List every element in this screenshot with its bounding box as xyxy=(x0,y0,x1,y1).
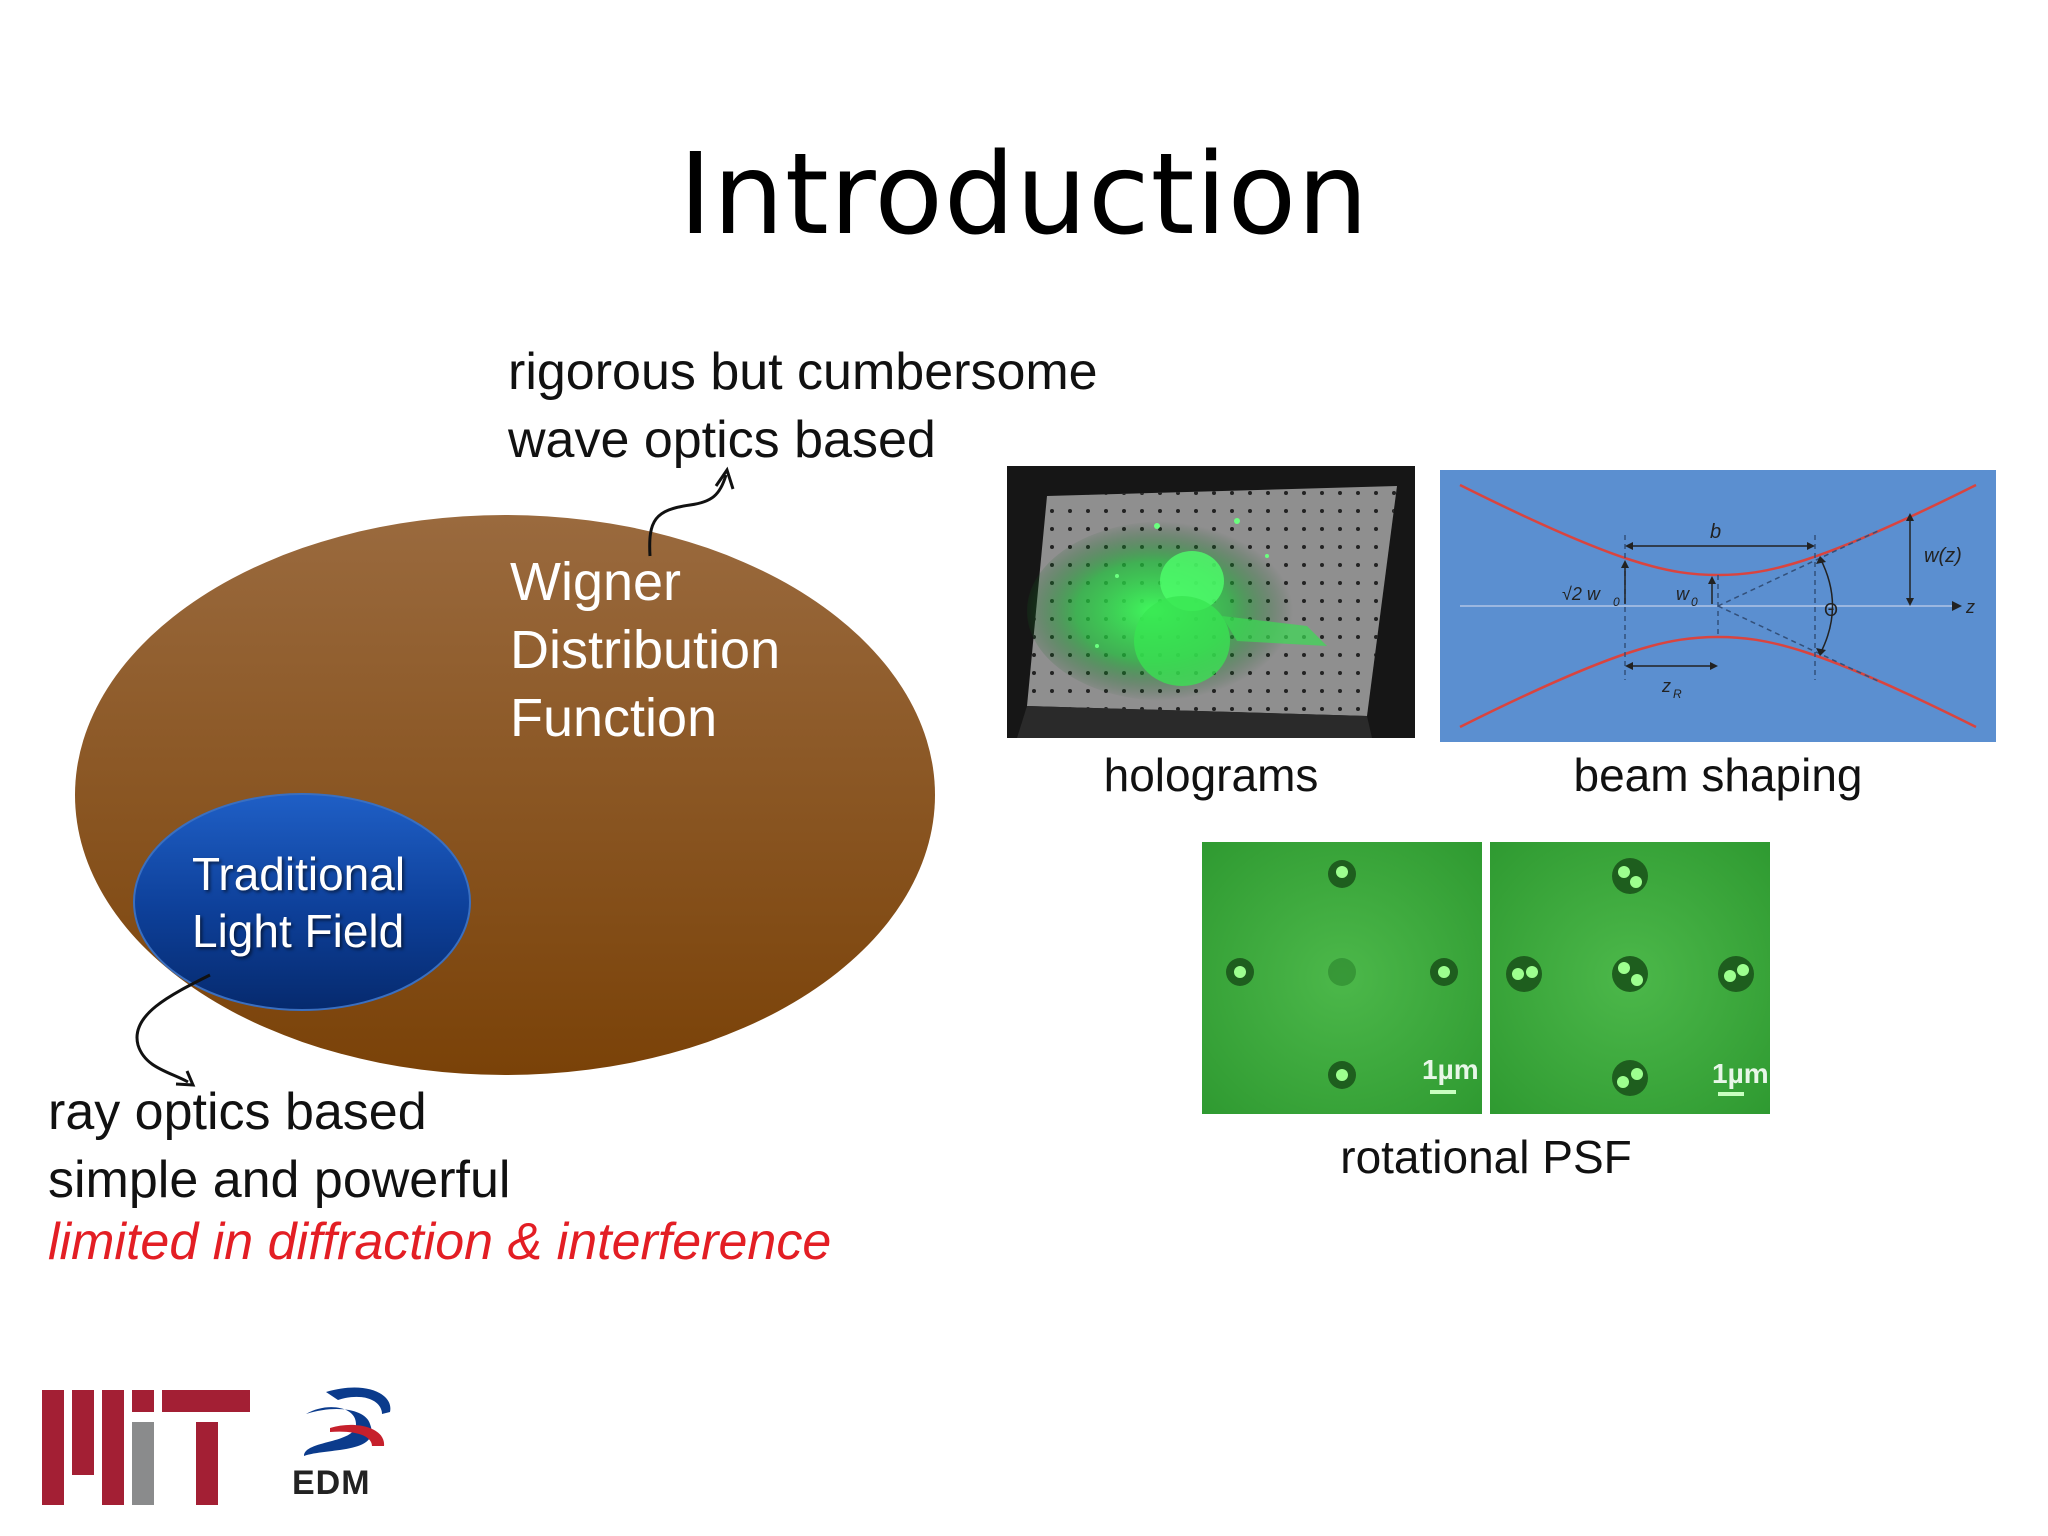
slide-title: Introduction xyxy=(678,130,1370,260)
ray-arrow xyxy=(135,973,211,1084)
wave-arrow xyxy=(648,474,728,557)
wave-arrow-head xyxy=(714,466,735,490)
holograms-image xyxy=(1007,466,1415,738)
light-field-label: Traditional Light Field xyxy=(192,846,405,960)
beam-label-b: b xyxy=(1710,521,1721,543)
beam-label-sqrt2w0: √2 w xyxy=(1562,584,1601,604)
beam-shaping-caption: beam shaping xyxy=(1573,749,1863,801)
wigner-label-line3: Function xyxy=(510,688,718,748)
mit-logo xyxy=(40,1390,270,1508)
beam-label-theta: Θ xyxy=(1824,600,1838,620)
wigner-label: Wigner Distribution Function xyxy=(510,548,780,752)
psf-scale-left: 1µm xyxy=(1422,1054,1479,1085)
beam-label-w0: w xyxy=(1676,584,1690,604)
ray-note-line3: limited in diffraction & interference xyxy=(48,1213,832,1271)
ray-note-line2: simple and powerful xyxy=(48,1151,511,1209)
wave-optics-note: rigorous but cumbersome wave optics base… xyxy=(508,338,1098,474)
light-field-label-line1: Traditional xyxy=(192,848,406,900)
beam-label-wz: w(z) xyxy=(1924,545,1962,567)
rotational-psf-caption: rotational PSF xyxy=(1340,1131,1632,1183)
light-field-label-line2: Light Field xyxy=(192,905,405,957)
ray-optics-note: ray optics based simple and powerful lim… xyxy=(48,1078,831,1276)
wigner-label-line1: Wigner xyxy=(510,552,682,612)
ray-note-line1: ray optics based xyxy=(48,1083,427,1141)
psf-image-left: 1µm xyxy=(1202,842,1482,1114)
wave-note-line1: rigorous but cumbersome xyxy=(508,343,1098,401)
wigner-label-line2: Distribution xyxy=(510,620,781,680)
beam-label-sqrt2w0-sub: 0 xyxy=(1613,595,1620,609)
edm-logo-text: EDM xyxy=(292,1464,371,1502)
holograms-caption: holograms xyxy=(1103,749,1319,801)
wigner-ellipse xyxy=(75,515,935,1075)
edm-logo: EDM xyxy=(286,1384,398,1510)
beam-shaping-diagram: b w(z) √2 w 0 w 0 Θ z z R xyxy=(1440,470,1996,742)
beam-label-zr: z xyxy=(1661,676,1671,696)
wigner-lightfield-diagram xyxy=(75,466,935,1087)
ray-arrow-head xyxy=(175,1070,196,1087)
beam-label-zr-sub: R xyxy=(1673,687,1682,701)
psf-scale-right: 1µm xyxy=(1712,1058,1769,1089)
wave-note-line2: wave optics based xyxy=(508,411,936,469)
beam-label-w0-sub: 0 xyxy=(1691,595,1698,609)
psf-image-right: 1µm xyxy=(1490,842,1770,1114)
light-field-ellipse xyxy=(133,793,471,1011)
beam-label-z: z xyxy=(1965,597,1975,617)
